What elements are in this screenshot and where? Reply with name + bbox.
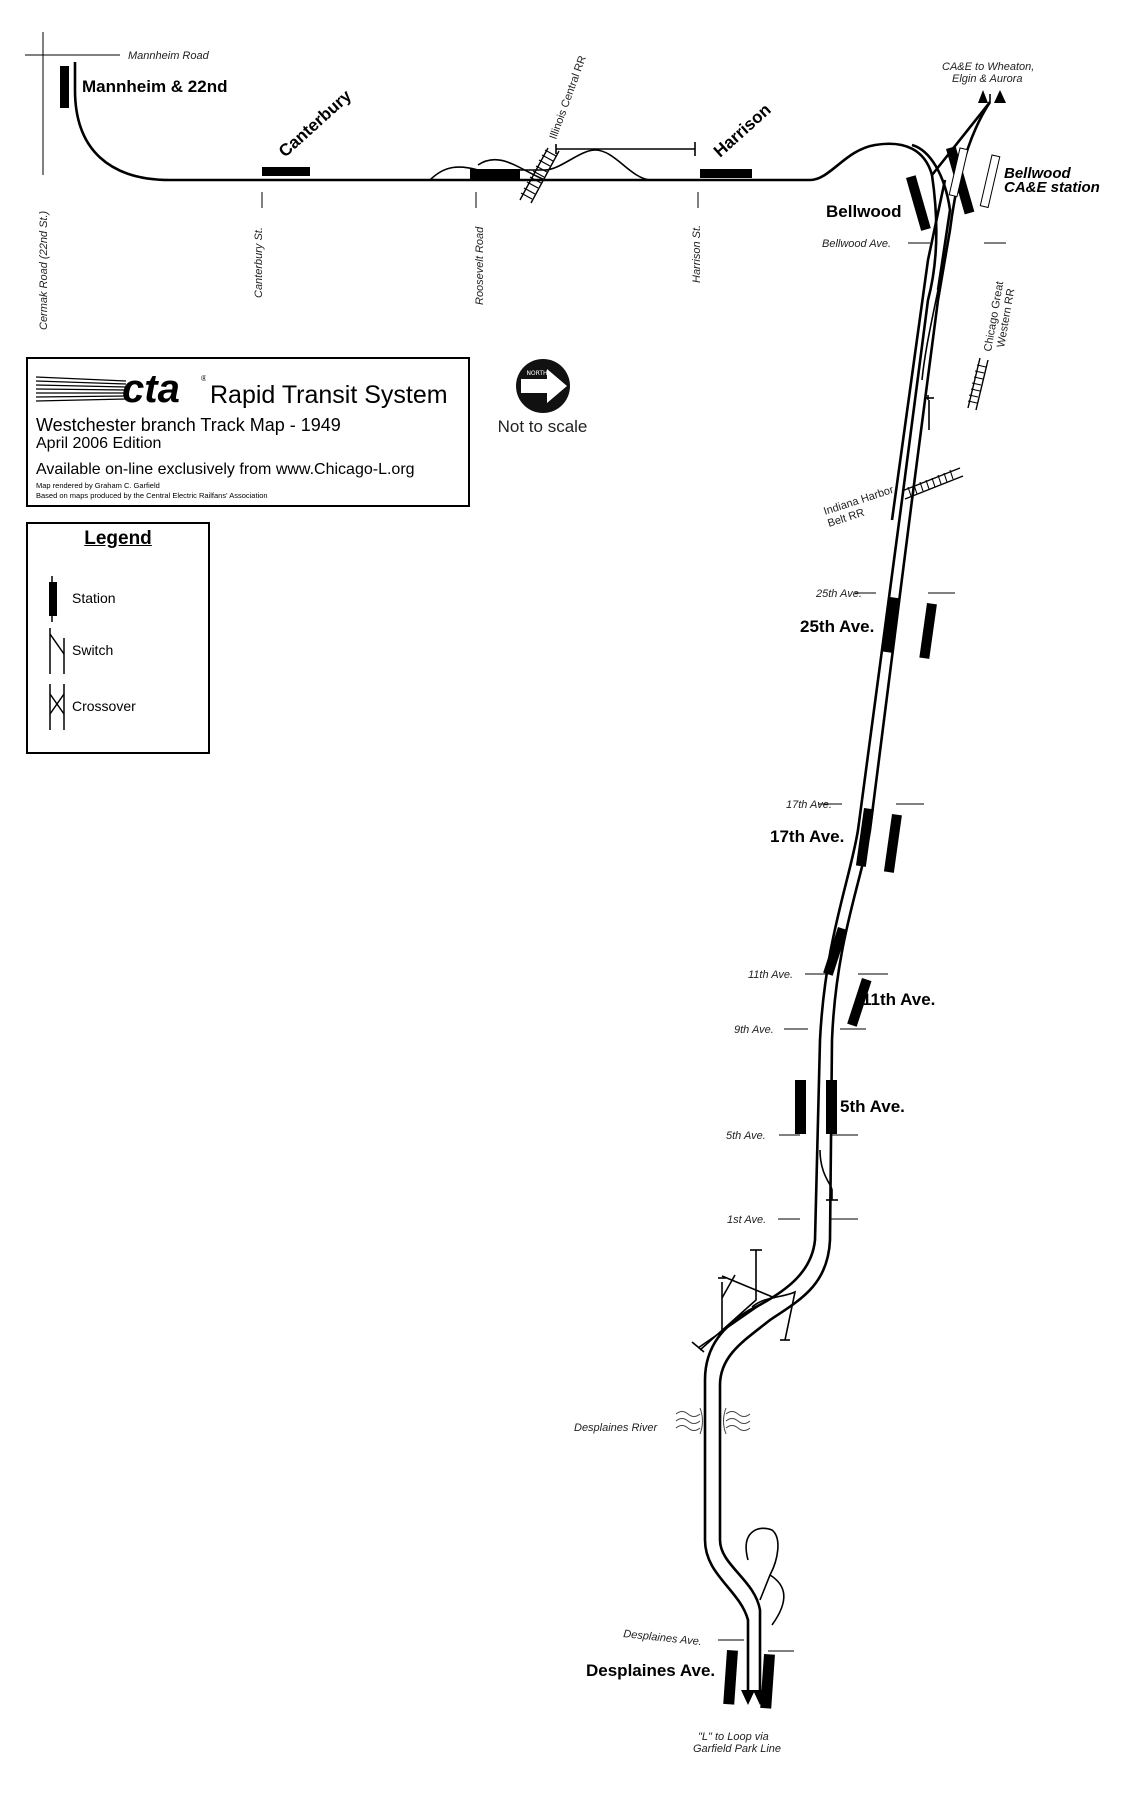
street-cermak-road: Cermak Road (22nd St.) [38, 210, 50, 330]
availability-note: Available on-line exclusively from www.C… [36, 461, 415, 478]
station-labels: Mannheim & 22nd Canterbury Harrison Bell… [82, 77, 1100, 1680]
station-symbol-icon [49, 576, 57, 622]
arrow-cae-1 [978, 90, 988, 103]
street-canterbury-st: Canterbury St. [253, 227, 265, 298]
street-desplaines-ave: Desplaines Ave. [623, 1628, 703, 1648]
legend-title: Legend [84, 528, 152, 549]
rr-illinois-central: Illinois Central RR [548, 54, 589, 141]
platform-desplaines-w [723, 1650, 738, 1705]
legend-box: Legend Station Switch Crossover [26, 522, 210, 754]
platform-mannheim [60, 66, 69, 108]
system-name: Rapid Transit System [210, 381, 448, 409]
based-on: Based on maps produced by the Central El… [36, 491, 268, 500]
platform-25th-w [882, 597, 900, 653]
platform-harrison [700, 169, 752, 178]
platform-17th-e [883, 814, 902, 873]
title-box: cta ® Rapid Transit System Westchester b… [26, 357, 470, 507]
platform-17th-w [855, 808, 874, 867]
street-9th-ave: 9th Ave. [734, 1024, 774, 1036]
legend-label-station: Station [72, 590, 116, 606]
street-5th-ave: 5th Ave. [726, 1130, 766, 1142]
label-25th: 25th Ave. [800, 617, 874, 636]
legend-item-switch: Switch [46, 628, 196, 674]
legend-label-crossover: Crossover [72, 698, 136, 714]
north-arrow-icon: NORTH [516, 359, 570, 413]
arrow-cae-2 [994, 90, 1006, 103]
label-mannheim: Mannheim & 22nd [82, 77, 227, 96]
street-roosevelt-road: Roosevelt Road [474, 226, 486, 305]
crossover-symbol-icon [49, 684, 65, 730]
legend-item-crossover: Crossover [46, 684, 196, 730]
map-subtitle: Westchester branch Track Map - 1949 [36, 415, 341, 435]
dest-loop-2: Garfield Park Line [693, 1743, 781, 1755]
railroad-labels: Illinois Central RR Chicago Great Wester… [548, 54, 1018, 530]
logo-text: cta [122, 371, 180, 405]
label-bellwood-cae-1: Bellwood [1004, 165, 1072, 182]
legend-item-station: Station [46, 576, 196, 622]
rendered-by: Map rendered by Graham C. Garfield [36, 481, 160, 490]
indiana-harbor-crossing [901, 467, 964, 500]
label-canterbury: Canterbury [275, 86, 356, 161]
north-label: NORTH [526, 370, 547, 377]
label-bellwood-cae-2: CA&E station [1004, 179, 1100, 196]
end-arrows [741, 90, 1006, 1705]
platform-25th-e [919, 603, 937, 659]
platform-canterbury [262, 167, 310, 176]
street-bellwood-ave: Bellwood Ave. [822, 238, 891, 250]
label-5th: 5th Ave. [840, 1097, 905, 1116]
platform-desplaines-e [760, 1654, 775, 1709]
north-indicator: NORTH Not to scale [485, 357, 600, 437]
street-mannheim-road: Mannheim Road [128, 50, 210, 62]
destination-labels: CA&E to Wheaton, Elgin & Aurora "L" to L… [693, 61, 1034, 1755]
chicago-great-western-crossing [967, 357, 989, 411]
label-desplaines: Desplaines Ave. [586, 1661, 715, 1680]
illinois-central-crossing [519, 147, 560, 204]
arrow-loop-1 [741, 1690, 755, 1705]
label-harrison: Harrison [710, 100, 775, 161]
platform-bellwood [906, 175, 931, 231]
desplaines-river [675, 1407, 751, 1435]
track-network [73, 62, 992, 1690]
platform-11th-w [823, 927, 848, 976]
platform-cae-2 [979, 154, 1001, 209]
street-25th-ave: 25th Ave. [815, 588, 862, 600]
street-11th-ave: 11th Ave. [748, 969, 793, 981]
scale-note: Not to scale [497, 417, 588, 436]
station-platforms [60, 66, 1001, 1709]
street-17th-ave: 17th Ave. [786, 799, 832, 811]
label-17th: 17th Ave. [770, 827, 844, 846]
platform-roosevelt [470, 169, 520, 180]
cta-logo: cta ® [36, 371, 206, 405]
platform-5th-w [795, 1080, 806, 1134]
dest-cae-2: Elgin & Aurora [952, 73, 1023, 85]
switch-symbol-icon [49, 628, 65, 674]
street-desplaines-river: Desplaines River [574, 1422, 658, 1434]
label-11th: 11th Ave. [862, 990, 935, 1009]
street-1st-ave: 1st Ave. [727, 1214, 766, 1226]
logo-reg: ® [201, 374, 206, 383]
street-harrison-st: Harrison St. [691, 225, 703, 283]
legend-label-switch: Switch [72, 642, 114, 658]
dest-loop-1: "L" to Loop via [698, 1731, 769, 1743]
map-edition: April 2006 Edition [36, 435, 162, 452]
platform-cae-1 [948, 147, 969, 198]
street-lines [25, 32, 1006, 1652]
platform-5th-e [826, 1080, 837, 1134]
dest-cae-1: CA&E to Wheaton, [942, 61, 1034, 73]
label-bellwood: Bellwood [826, 202, 902, 221]
platform-11th-e [847, 978, 872, 1027]
street-labels: Mannheim Road Cermak Road (22nd St.) Can… [38, 50, 891, 1648]
